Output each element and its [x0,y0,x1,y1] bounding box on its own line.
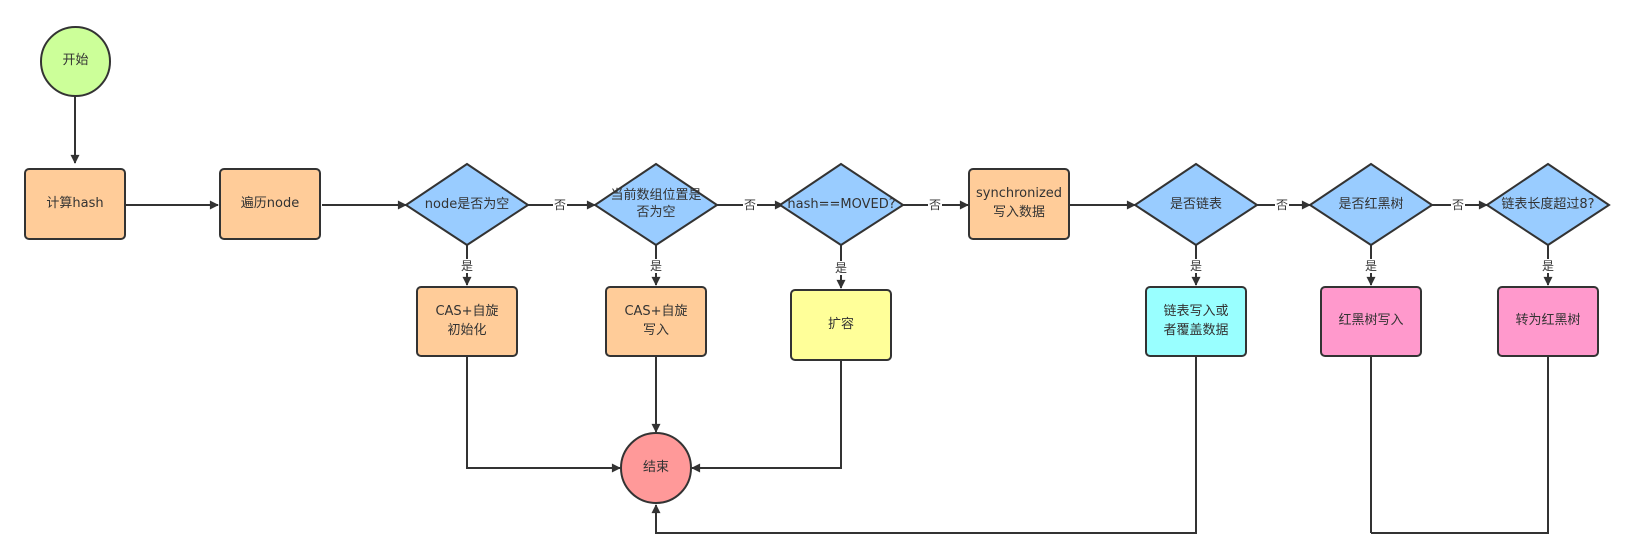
tree-write-node: 红黑树写入 [1320,286,1422,357]
edge-expand-to-end [691,360,842,473]
cas-write-node: CAS+自旋写入 [605,286,707,357]
edge-label-no-2: 否 [743,198,758,212]
start-node: 开始 [40,26,111,97]
edge-label-no-3: 否 [928,198,943,212]
list-write-node: 链表写入或者覆盖数据 [1145,286,1247,357]
decision-diamond-moved [778,162,905,247]
edge-label-yes-6: 是 [1541,259,1556,273]
edge-label-yes-4: 是 [1189,259,1204,273]
decision-moved-label: hash==MOVED? [787,196,896,212]
compute-hash-node: 计算hash [24,168,126,240]
decision-tree-label: 是否红黑树 [1338,196,1404,212]
decision-diamond-node-empty [404,162,530,247]
cas-init-node: CAS+自旋初始化 [416,286,518,357]
edge-label-yes-1: 是 [460,259,475,273]
edge-label-no-5: 否 [1451,198,1466,212]
edge-label-yes-3: 是 [834,261,849,275]
decision-pos-empty-label: 当前数组位置是否为空 [610,188,702,220]
decision-len-label: 链表长度超过8? [1501,196,1595,212]
edge-label-no-1: 否 [553,198,568,212]
decision-linked-label: 是否链表 [1169,196,1222,212]
edge-cas-init-to-end [466,357,621,473]
decision-diamond-tree [1308,162,1434,247]
to-tree-node: 转为红黑树 [1497,286,1599,357]
decision-node-empty-label: node是否为空 [424,196,510,212]
decision-diamond-len [1485,162,1611,247]
edge-label-yes-2: 是 [649,259,664,273]
edge-to-tree-to-bottom [1371,357,1549,534]
edge-label-no-4: 否 [1275,198,1290,212]
end-node: 结束 [620,432,692,504]
edge-label-yes-5: 是 [1364,259,1379,273]
traverse-node-node: 遍历node [219,168,321,240]
synchronized-write-node: synchronized写入数据 [968,168,1070,240]
decision-diamond-linked [1133,162,1259,247]
edge-bottom-return-to-end [651,357,1197,534]
expand-node: 扩容 [790,289,892,361]
decision-diamond-pos-empty [593,162,719,247]
